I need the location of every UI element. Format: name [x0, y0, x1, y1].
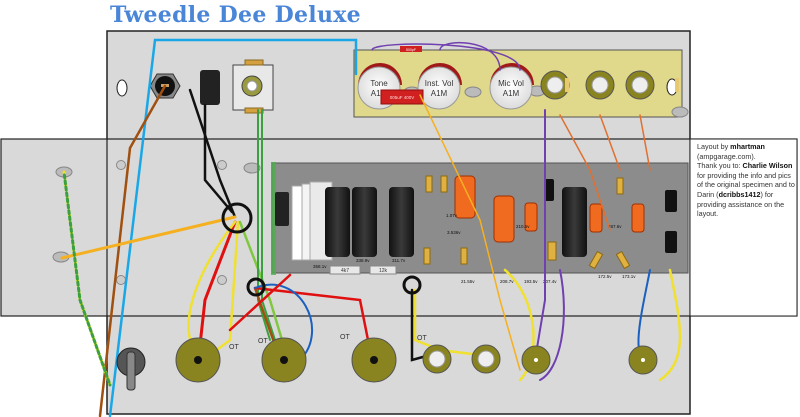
- ot-label: OT: [340, 334, 350, 341]
- ot-label: OT: [417, 335, 427, 342]
- author-name: mhartman: [730, 142, 765, 151]
- jack-2[interactable]: [585, 70, 615, 100]
- jack-1[interactable]: [540, 70, 570, 100]
- cap-005uf: [380, 89, 424, 105]
- pot-inst-vol-value: A1M: [431, 89, 448, 98]
- power-switch: [200, 70, 220, 105]
- grommet: [402, 275, 422, 295]
- svg-text:173.1v: 173.1v: [622, 274, 636, 279]
- filter-cap-3: [389, 187, 414, 257]
- ot-label: OT: [258, 338, 268, 345]
- tube-socket-4: [521, 345, 551, 375]
- bias-cap-1: [665, 190, 677, 212]
- tube-socket-5: [628, 345, 658, 375]
- tube-socket-3: [351, 337, 397, 383]
- ot-label: OT: [229, 344, 239, 351]
- svg-text:210.5v: 210.5v: [516, 224, 530, 229]
- resistor-4k7: [329, 265, 361, 275]
- svg-text:311.7v: 311.7v: [392, 258, 406, 263]
- coupling-cap-5: [631, 203, 645, 233]
- svg-text:21.55v: 21.55v: [461, 279, 475, 284]
- pot-tone-name: Tone: [370, 79, 388, 88]
- svg-text:172.5v: 172.5v: [598, 274, 612, 279]
- svg-text:193.5v: 193.5v: [524, 279, 538, 284]
- filter-cap-2: [352, 187, 377, 257]
- speaker-jack-1[interactable]: [422, 344, 452, 374]
- cap-500pf: [400, 46, 422, 52]
- svg-text:208.7v: 208.7v: [500, 279, 514, 284]
- pot-inst-vol[interactable]: [417, 63, 462, 110]
- svg-text:005uF 400V: 005uF 400V: [390, 95, 415, 100]
- tube-socket-1: [175, 337, 221, 383]
- speaker-jack-2[interactable]: [471, 344, 501, 374]
- tube-socket-2: [261, 337, 307, 383]
- svg-text:1.07v: 1.07v: [446, 213, 458, 218]
- pot-mic-vol-name: Mic Vol: [498, 79, 524, 88]
- pot-tone-value: A1M: [371, 89, 388, 98]
- credits-note: Layout by mhartman (ampgarage.com). Than…: [697, 142, 795, 219]
- pot-mic-vol-value: A1M: [503, 89, 520, 98]
- filter-cap-4: [562, 187, 587, 257]
- coupling-cap-2: [493, 195, 515, 243]
- svg-text:358.1v: 358.1v: [313, 264, 327, 269]
- thanks-name: Charlie Wilson: [742, 161, 793, 171]
- page-title: Tweedle Dee Deluxe: [110, 2, 361, 28]
- bias-cap-2: [665, 231, 677, 253]
- ground-post: [116, 347, 146, 391]
- input-jack: [232, 59, 274, 114]
- chassis-hole: [116, 79, 128, 97]
- svg-text:287.6v: 287.6v: [608, 224, 622, 229]
- pot-mic-vol[interactable]: [489, 63, 534, 110]
- coupling-cap-1: [454, 175, 476, 219]
- svg-text:338.9v: 338.9v: [356, 258, 370, 263]
- svg-text:207.4v: 207.4v: [543, 279, 557, 284]
- coupling-cap-4: [589, 203, 603, 233]
- svg-text:500pF: 500pF: [406, 48, 416, 52]
- grommet: [246, 277, 266, 297]
- filter-cap-1: [325, 187, 350, 257]
- grommet: [221, 202, 253, 234]
- coupling-cap-3: [524, 202, 538, 232]
- resistor-12k: [369, 265, 397, 275]
- svg-text:4k7: 4k7: [341, 268, 349, 274]
- bias-cap-3: [544, 179, 554, 201]
- svg-text:12k: 12k: [379, 268, 388, 274]
- jack-3[interactable]: [625, 70, 655, 100]
- svg-text:3.536v: 3.536v: [447, 230, 461, 235]
- pot-inst-vol-name: Inst. Vol: [425, 79, 454, 88]
- helper-name: dcribbs1412: [718, 189, 761, 199]
- diode-choke: [275, 192, 289, 226]
